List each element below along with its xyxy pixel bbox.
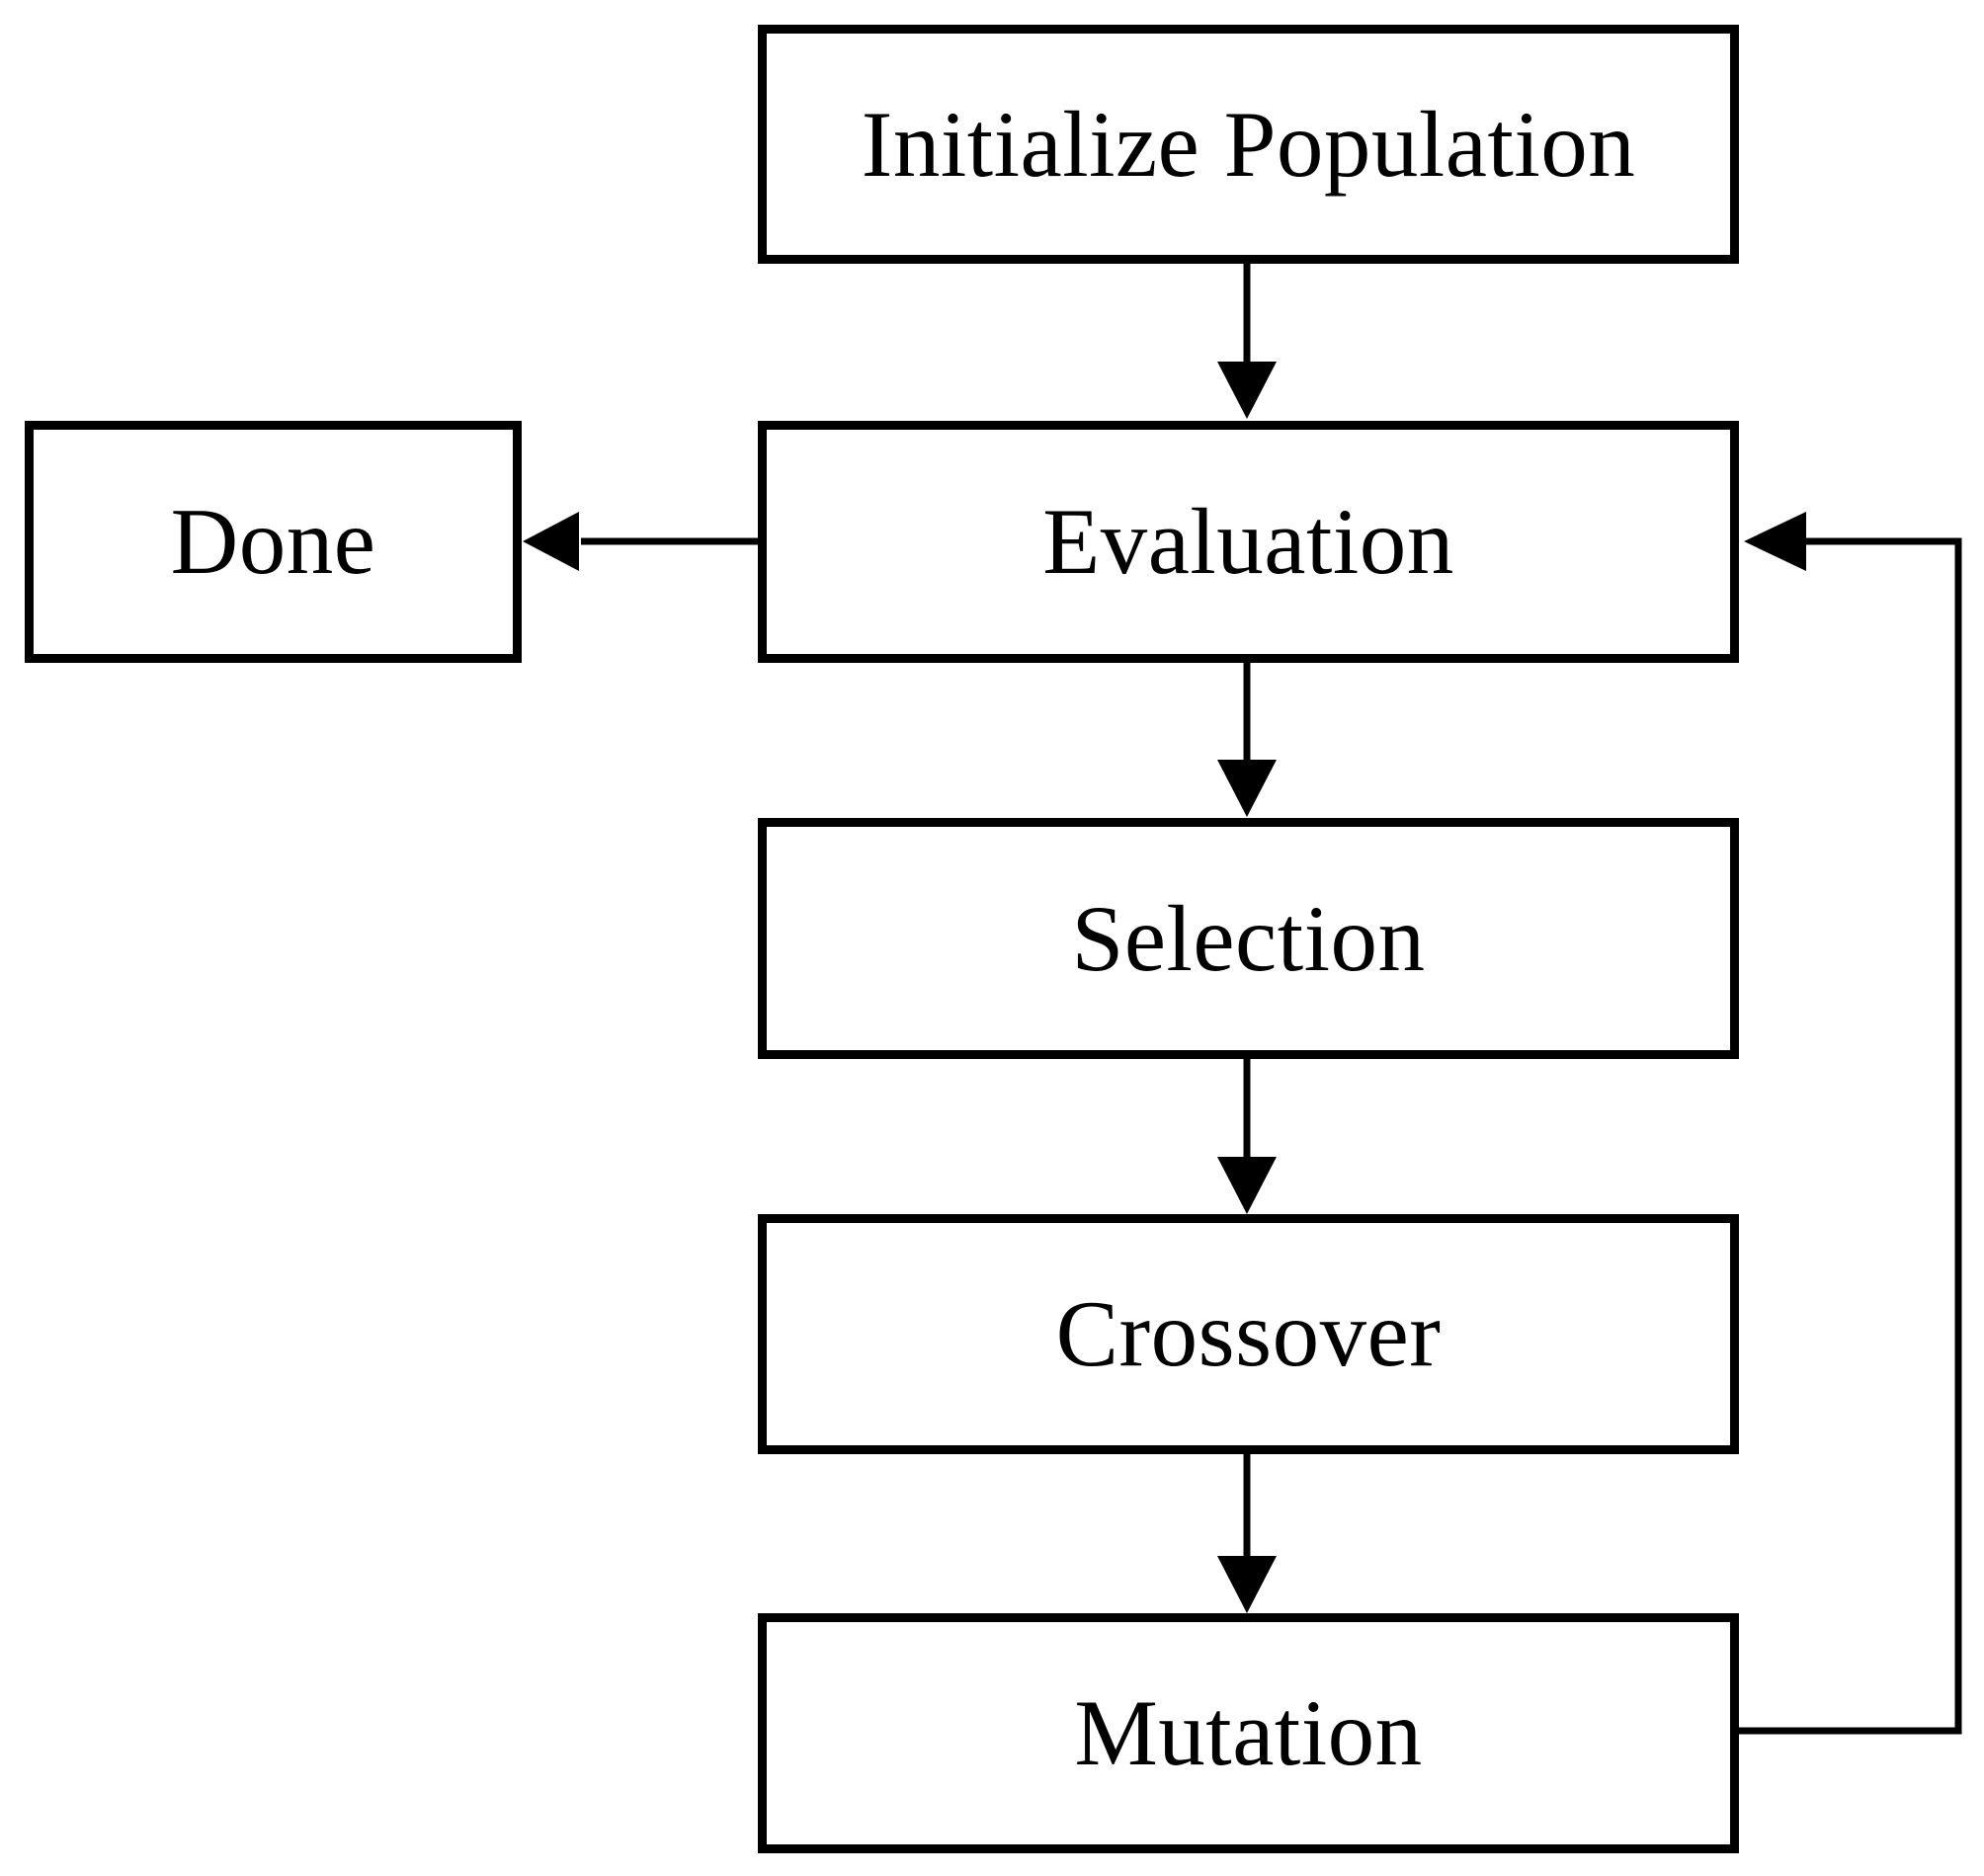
node-label-mutation: Mutation	[1074, 1680, 1423, 1785]
node-initialize-population[interactable]: Initialize Population	[758, 25, 1739, 264]
node-label-evaluation: Evaluation	[1042, 489, 1454, 594]
node-label-crossover: Crossover	[1055, 1281, 1442, 1386]
edge-evaluation-to-selection	[1217, 663, 1277, 817]
node-label-done: Done	[170, 489, 376, 594]
edge-evaluation-to-done	[523, 512, 758, 571]
node-selection[interactable]: Selection	[758, 818, 1739, 1059]
edge-initialize-to-evaluation	[1217, 264, 1277, 419]
node-mutation[interactable]: Mutation	[758, 1613, 1739, 1853]
node-done[interactable]: Done	[25, 421, 522, 663]
node-label-initialize-population: Initialize Population	[861, 91, 1636, 197]
node-label-selection: Selection	[1071, 885, 1426, 991]
edge-mutation-to-evaluation-loop	[1739, 512, 1962, 1735]
edge-selection-to-crossover	[1217, 1059, 1277, 1214]
node-evaluation[interactable]: Evaluation	[758, 421, 1739, 663]
node-crossover[interactable]: Crossover	[758, 1214, 1739, 1454]
edge-crossover-to-mutation	[1217, 1454, 1277, 1613]
